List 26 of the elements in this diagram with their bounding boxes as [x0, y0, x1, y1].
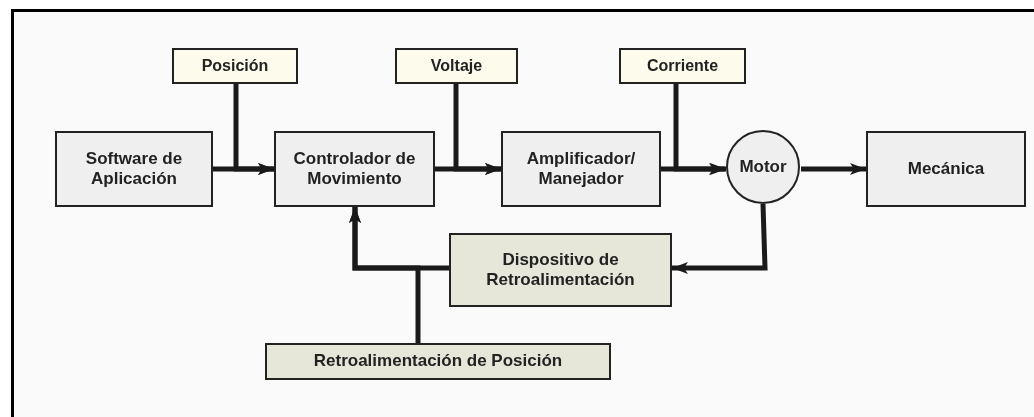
arrow [661, 163, 726, 175]
signal-box [172, 48, 298, 84]
feedback-box [265, 343, 611, 380]
node-label: Controlador de Movimiento [292, 148, 417, 190]
node-label: Dispositivo de Retroalimentación [485, 249, 636, 291]
node-label: Software de Aplicación [84, 148, 184, 190]
arrow [801, 163, 866, 175]
process-box [866, 131, 1026, 207]
node-label: Amplificador/ Manejador [525, 148, 637, 190]
process-box [274, 131, 435, 207]
signal-box [395, 48, 518, 84]
arrow [453, 84, 501, 175]
arrow [233, 84, 274, 175]
node-label: Posición [201, 56, 269, 76]
process-box [501, 131, 661, 207]
signal-box [619, 48, 746, 84]
node-label: Mecánica [907, 158, 985, 180]
node-label: Voltaje [430, 56, 483, 76]
process-box [55, 131, 213, 207]
arrow [672, 203, 768, 274]
node-label: Motor [739, 156, 787, 178]
arrow [673, 84, 725, 175]
arrow [349, 207, 421, 343]
feedback-box [449, 233, 672, 307]
node-label: Retroalimentación de Posición [313, 351, 563, 372]
node-label: Corriente [646, 56, 719, 76]
